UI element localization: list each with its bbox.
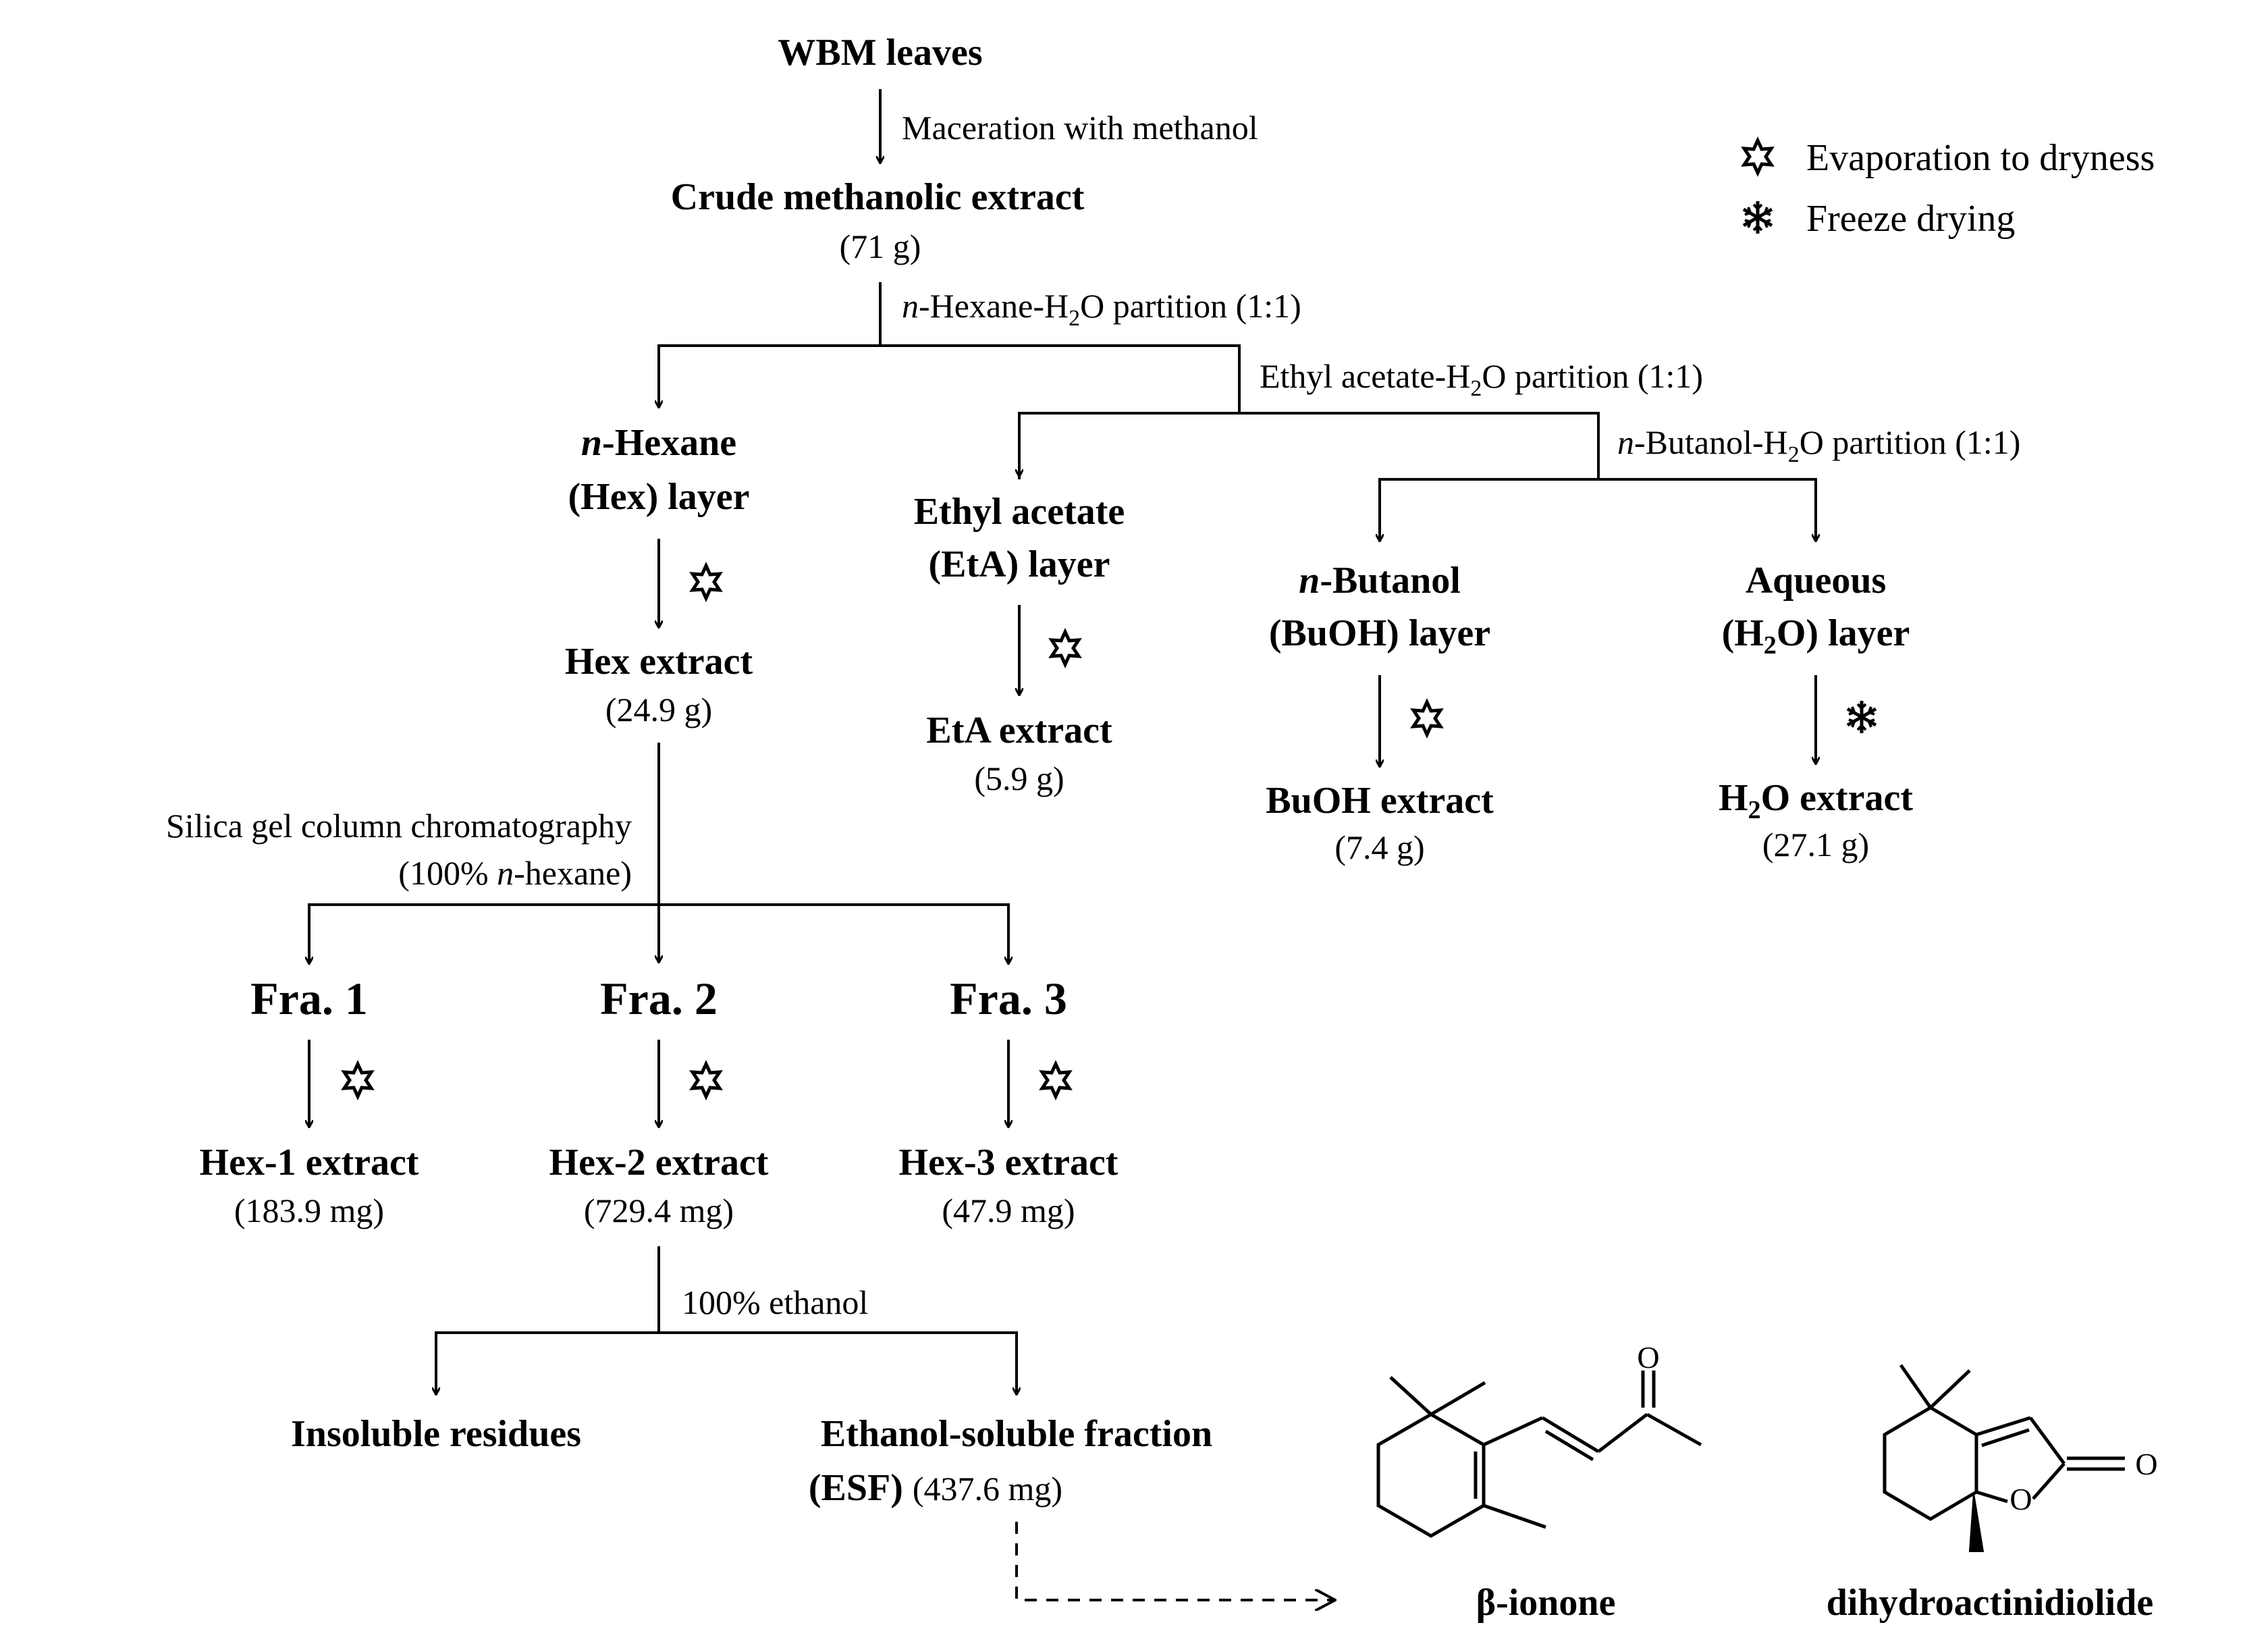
esf-title-line2: (ESF)(437.6 mg)	[809, 1467, 1062, 1509]
aqueous-snowflake-icon	[1847, 701, 1876, 733]
branch-hexane-bar	[657, 344, 1241, 413]
hex-1-extract-title: Hex-1 extract	[200, 1142, 419, 1183]
fraction-1-title: Fra. 1	[250, 973, 368, 1024]
buoh-extract-title: BuOH extract	[1266, 780, 1494, 822]
fraction-2: Fra. 2 Hex-2 extract (729.4 mg)	[549, 973, 769, 1229]
hexane-layer-line1: n-Hexane	[581, 422, 736, 464]
eta-layer-line2: (EtA) layer	[928, 543, 1110, 585]
hex-3-extract-mass: (47.9 mg)	[942, 1192, 1075, 1229]
h2o-extract-title: H2O extract	[1719, 777, 1913, 824]
fraction-1-sun-icon	[344, 1064, 371, 1096]
butanol-partition-label: n-Butanol-H2O partition (1:1)	[1617, 423, 2020, 467]
fraction-3-sun-icon	[1042, 1064, 1069, 1096]
fraction-2-title: Fra. 2	[600, 973, 718, 1024]
hex-1-extract-mass: (183.9 mg)	[234, 1192, 384, 1229]
esf-title-line1: Ethanol-soluble fraction	[821, 1413, 1212, 1455]
dashed-arrow-to-compounds	[1015, 1522, 1335, 1600]
branch-butanol-bar	[1378, 478, 1817, 540]
buoh-extract-mass: (7.4 g)	[1334, 828, 1424, 866]
silica-gel-label-line1: Silica gel column chromatography	[166, 807, 632, 845]
legend-sun-icon	[1744, 140, 1771, 173]
eta-layer-line1: Ethyl acetate	[914, 491, 1125, 533]
fraction-3: Fra. 3 Hex-3 extract (47.9 mg)	[899, 973, 1118, 1229]
ethanol-branch-bar	[435, 1331, 1018, 1393]
maceration-step-label: Maceration with methanol	[902, 109, 1258, 147]
buoh-layer-line1: n-Butanol	[1299, 560, 1461, 602]
wbm-leaves-title: WBM leaves	[778, 32, 982, 74]
legend-freeze-label: Freeze drying	[1806, 198, 2015, 240]
buoh-sun-icon	[1413, 702, 1440, 735]
dihydroactinidiolide-carbonyl-oxygen: O	[2135, 1447, 2157, 1481]
eta-extract-mass: (5.9 g)	[974, 760, 1064, 797]
dihydroactinidiolide-ring-oxygen: O	[2009, 1482, 2032, 1516]
hexane-partition-label: n-Hexane-H2O partition (1:1)	[902, 287, 1301, 331]
aqueous-layer-line1: Aqueous	[1746, 560, 1887, 602]
hexane-layer-line2: (Hex) layer	[568, 476, 750, 518]
ethanol-step-label: 100% ethanol	[682, 1283, 868, 1321]
aqueous-layer-line2: (H2O) layer	[1722, 612, 1910, 660]
eta-sun-icon	[1052, 632, 1079, 664]
eta-extract-title: EtA extract	[926, 710, 1112, 751]
beta-ionone-label: β-ionone	[1476, 1582, 1616, 1624]
dihydroactinidiolide-label: dihydroactinidiolide	[1827, 1582, 2153, 1624]
hex-2-extract-title: Hex-2 extract	[549, 1142, 769, 1183]
branch-etoac-bar	[1018, 412, 1600, 479]
buoh-layer-line2: (BuOH) layer	[1269, 612, 1490, 654]
legend-snowflake-icon	[1744, 201, 1772, 234]
silica-gel-label-line2: (100% n-hexane)	[398, 854, 632, 892]
hex-2-extract-mass: (729.4 mg)	[584, 1192, 734, 1229]
ethyl-acetate-partition-label: Ethyl acetate-H2O partition (1:1)	[1260, 357, 1703, 401]
beta-ionone-structure: O	[1376, 1340, 1702, 1538]
hex-3-extract-title: Hex-3 extract	[899, 1142, 1118, 1183]
fraction-2-sun-icon	[693, 1064, 720, 1096]
beta-ionone-oxygen: O	[1637, 1340, 1659, 1375]
legend-evaporation-label: Evaporation to dryness	[1806, 137, 2155, 179]
fraction-1: Fra. 1 Hex-1 extract (183.9 mg)	[200, 973, 419, 1229]
hex-extract-title: Hex extract	[565, 641, 753, 683]
hexane-sun-icon	[693, 566, 720, 598]
h2o-extract-mass: (27.1 g)	[1762, 826, 1869, 863]
insoluble-residues-label: Insoluble residues	[291, 1413, 581, 1455]
crude-extract-mass: (71 g)	[840, 228, 921, 265]
hex-extract-mass: (24.9 g)	[605, 691, 712, 728]
fraction-3-title: Fra. 3	[950, 973, 1067, 1024]
crude-extract-title: Crude methanolic extract	[671, 176, 1085, 218]
dihydroactinidiolide-structure: O O	[1883, 1364, 2158, 1552]
